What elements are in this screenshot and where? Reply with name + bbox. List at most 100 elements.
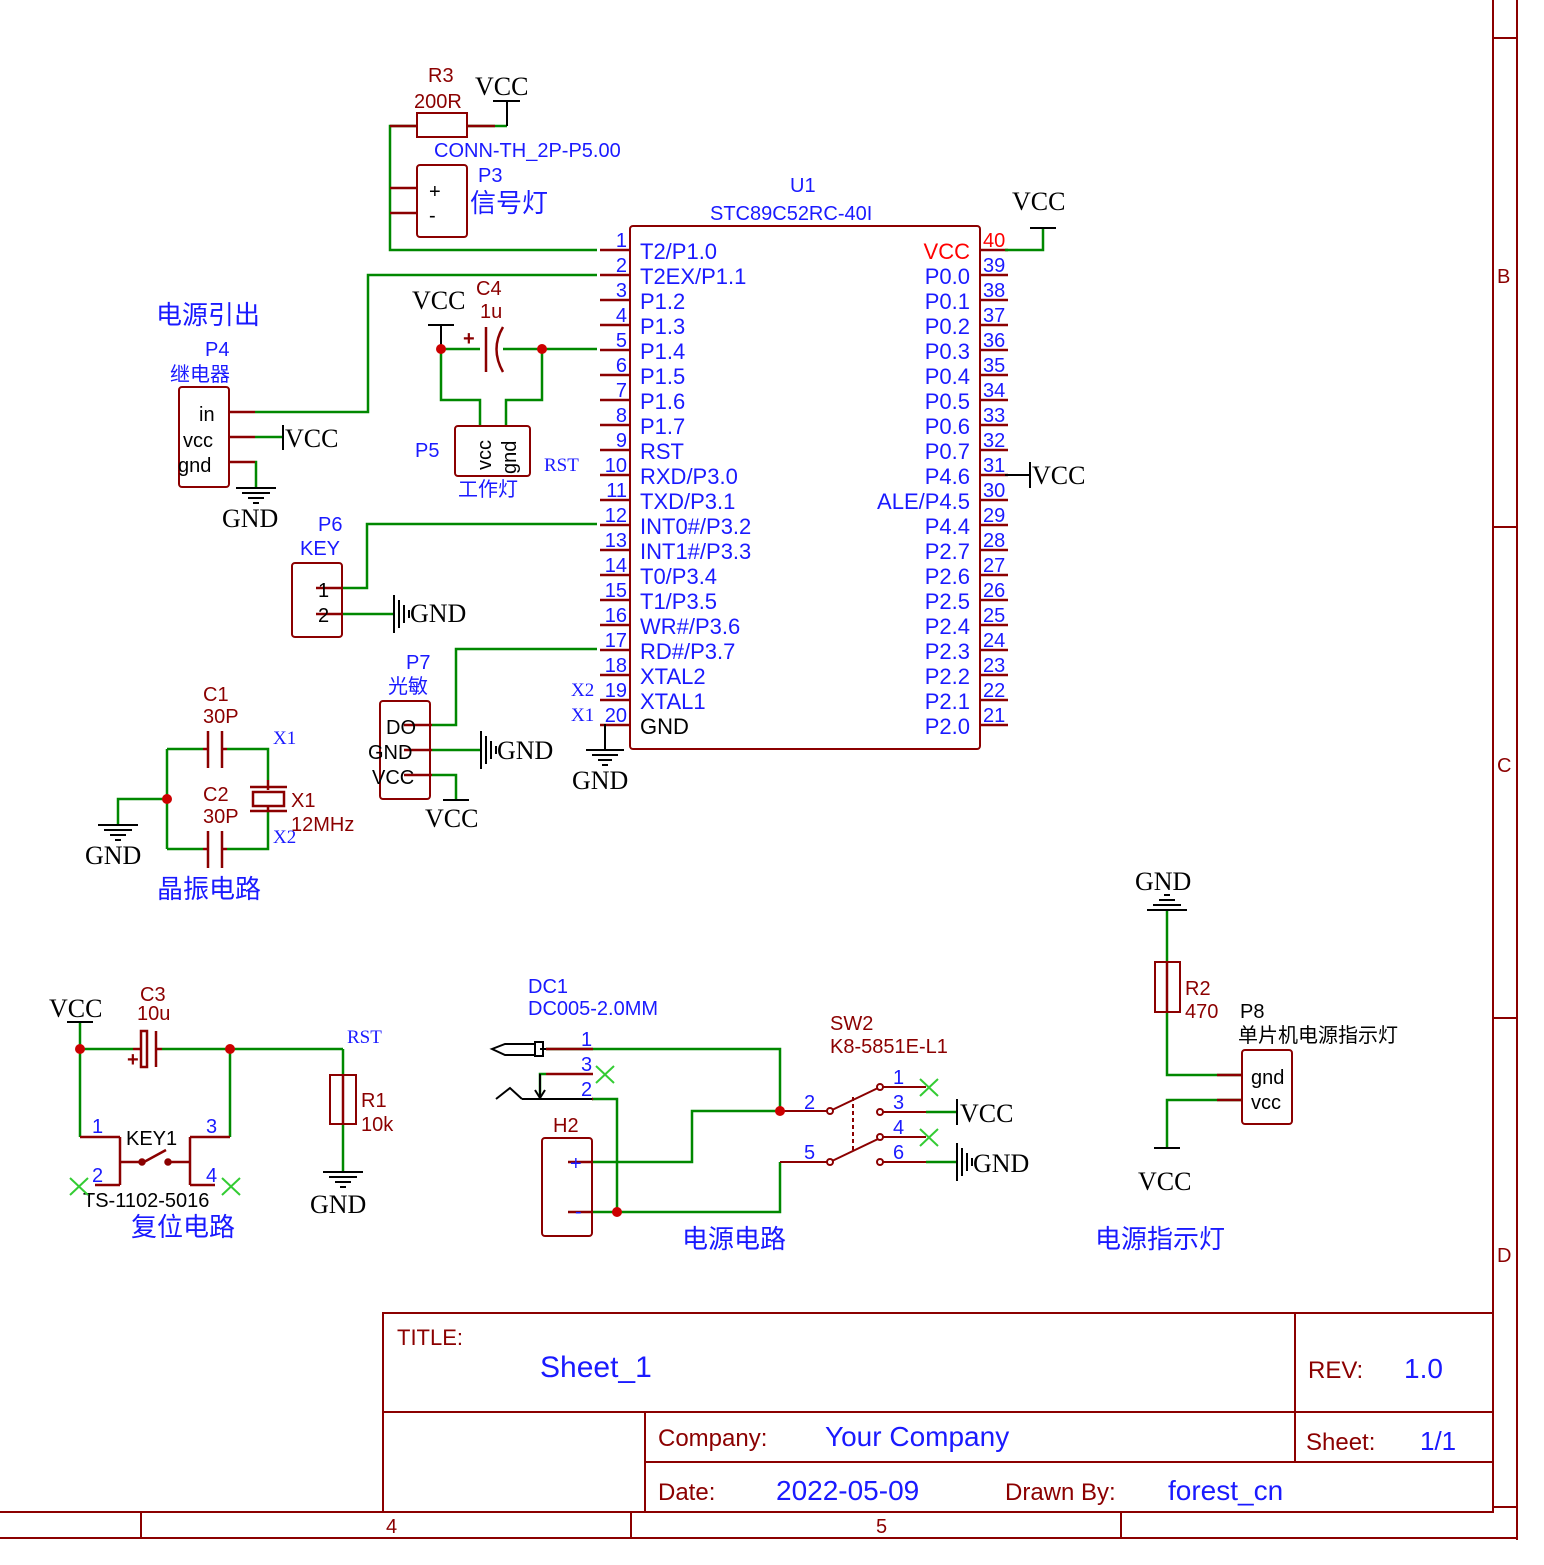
- u1-pin-name: T0/P3.4: [640, 564, 717, 589]
- p4-part: 继电器: [170, 363, 230, 386]
- u1-pin-name: P4.6: [925, 464, 970, 489]
- net-label-rst: RST: [347, 1027, 382, 1048]
- p3-plus: +: [429, 181, 441, 203]
- u1-pin-number: 8: [616, 405, 627, 427]
- gnd-label-p6: GND: [410, 599, 466, 628]
- zone-letter-b: B: [1497, 266, 1510, 288]
- p3-part: CONN-TH_2P-P5.00: [434, 140, 621, 162]
- sw2-switch: [780, 1083, 926, 1166]
- u1-ref: U1: [790, 175, 816, 197]
- zone-number-5: 5: [876, 1516, 887, 1538]
- p6-part: KEY: [300, 538, 340, 560]
- gnd-label-indicator: GND: [1135, 867, 1191, 896]
- p4-ref: P4: [205, 339, 229, 361]
- vcc-label-u1: VCC: [1012, 187, 1065, 216]
- net-label-x1: X1: [273, 728, 296, 749]
- u1-pin-name: P2.2: [925, 664, 970, 689]
- h2-connector: [541, 1137, 593, 1237]
- u1-pin-name: INT1#/P3.3: [640, 539, 751, 564]
- dc1-jack: [489, 1041, 592, 1100]
- c4-capacitor: [484, 326, 505, 373]
- u1-pin-name: P1.2: [640, 289, 685, 314]
- u1-pin-number: 5: [616, 330, 627, 352]
- u1-pin-number: 35: [983, 355, 1005, 377]
- u1-pin-number: 32: [983, 430, 1005, 452]
- u1-pin-name: P0.7: [925, 439, 970, 464]
- dc1-pin-2: 2: [581, 1079, 592, 1101]
- gnd-symbols: [98, 487, 1187, 1188]
- rev-value: 1.0: [1404, 1353, 1443, 1384]
- p7-pin-gnd: GND: [368, 742, 412, 764]
- u1-pin-name: TXD/P3.1: [640, 489, 735, 514]
- u1-pin-number: 33: [983, 405, 1005, 427]
- x1-ref: X1: [291, 790, 315, 812]
- u1-part: STC89C52RC-40I: [710, 203, 872, 225]
- sw2-pin-3: 3: [893, 1092, 904, 1114]
- r1-value: 10k: [361, 1114, 394, 1136]
- sw2-pin-2: 2: [804, 1092, 815, 1114]
- net-label-x1-u1: X1: [571, 705, 594, 726]
- u1-pin-name: P2.7: [925, 539, 970, 564]
- sheet-label: Sheet:: [1306, 1429, 1375, 1456]
- p3-ref: P3: [478, 165, 502, 187]
- drawn-by-label: Drawn By:: [1005, 1479, 1116, 1506]
- u1-pin-number: 4: [616, 305, 627, 327]
- p5-connector: [454, 425, 531, 477]
- u1-pin-number: 21: [983, 705, 1005, 727]
- drawn-by-value: forest_cn: [1168, 1475, 1283, 1506]
- c1-capacitor: [203, 731, 227, 768]
- u1-pin-name: ALE/P4.5: [877, 489, 970, 514]
- u1-pin-name: P0.5: [925, 389, 970, 414]
- u1-pin-name: T1/P3.5: [640, 589, 717, 614]
- c3-ref: C3: [140, 984, 166, 1006]
- p6-pin-1: 1: [318, 580, 329, 602]
- u1-pin-number: 1: [616, 230, 627, 252]
- u1-pin-name: T2EX/P1.1: [640, 264, 746, 289]
- u1-pin-name: P0.4: [925, 364, 970, 389]
- sw2-pin-5: 5: [804, 1142, 815, 1164]
- u1-pin-name: P0.0: [925, 264, 970, 289]
- p7-pin-do: DO: [386, 717, 416, 739]
- net-label-rst-u1: RST: [544, 455, 579, 476]
- key1-pin-1: 1: [92, 1116, 103, 1138]
- u1-pin-number: 18: [605, 655, 627, 677]
- u1-pin-number: 16: [605, 605, 627, 627]
- p3-note: 信号灯: [470, 189, 548, 218]
- u1-pin-name: P1.3: [640, 314, 685, 339]
- u1-pin-name: RD#/P3.7: [640, 639, 735, 664]
- zone-number-4: 4: [386, 1516, 397, 1538]
- component-leads: [228, 124, 1242, 1214]
- key1-pin-2: 2: [92, 1165, 103, 1187]
- h2-plus: +: [570, 1153, 582, 1175]
- sheet-value: 1/1: [1420, 1426, 1456, 1456]
- u1-pin-39: 39 P0.0: [925, 255, 1008, 289]
- u1-pin-35: 35 P0.4: [925, 355, 1008, 389]
- zone-letter-c: C: [1497, 755, 1511, 777]
- p6-ref: P6: [318, 514, 342, 536]
- c4-value: 1u: [480, 301, 502, 323]
- u1-pin-number: 39: [983, 255, 1005, 277]
- title-block: [382, 1312, 1494, 1513]
- u1-pin-number: 15: [605, 580, 627, 602]
- p8-pin-vcc: vcc: [1251, 1092, 1281, 1114]
- p5-pin-vcc: vcc: [474, 440, 496, 470]
- c1-ref: C1: [203, 684, 229, 706]
- u1-pin-number: 6: [616, 355, 627, 377]
- u1-pin-15: 15 T1/P3.5: [600, 580, 717, 614]
- sw2-pin-1: 1: [893, 1067, 904, 1089]
